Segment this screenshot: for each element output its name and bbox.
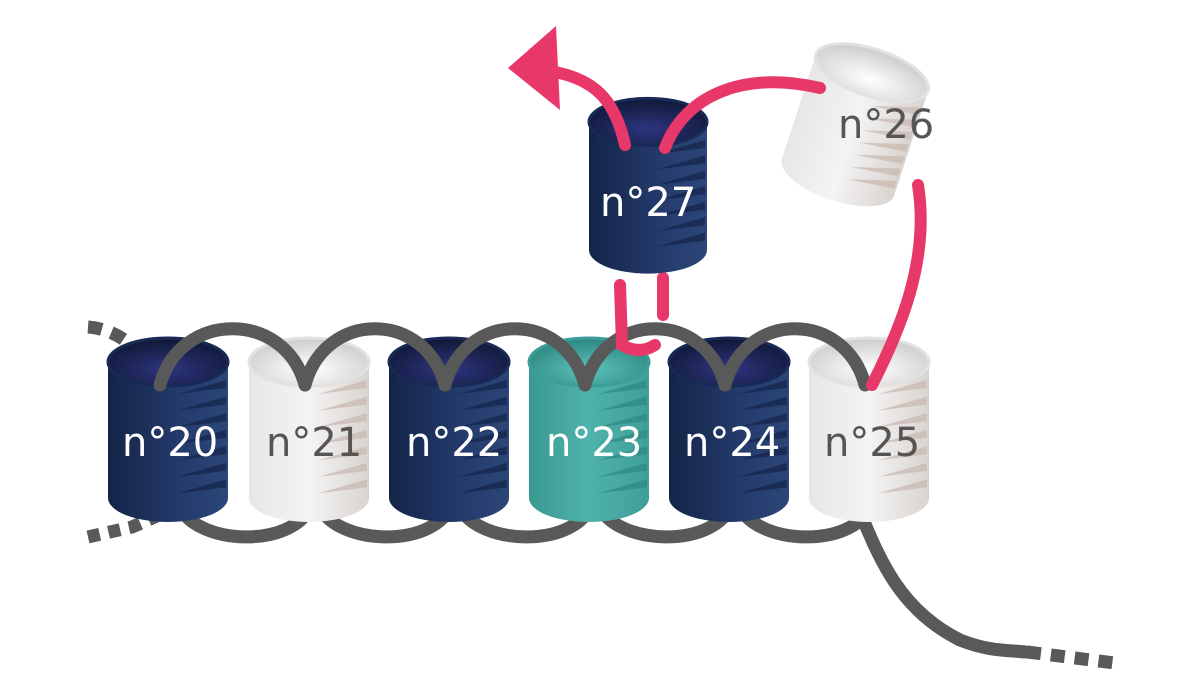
helix-ridge bbox=[598, 479, 647, 494]
helix-ridge bbox=[738, 446, 787, 461]
helix-body bbox=[589, 122, 707, 274]
pink-connector-wires bbox=[614, 179, 927, 391]
top-loop-wires bbox=[153, 322, 872, 392]
helix-ridge bbox=[738, 429, 787, 444]
helix-ridge bbox=[656, 232, 705, 247]
helix-ridge bbox=[598, 462, 647, 477]
helix-row bbox=[106, 336, 931, 522]
helix-ridge bbox=[738, 413, 787, 428]
helix-ridge bbox=[866, 118, 917, 128]
helix-ridge bbox=[656, 186, 705, 201]
arrow-head bbox=[508, 26, 560, 110]
helix-ridge bbox=[878, 446, 927, 461]
helix-ridge bbox=[656, 201, 705, 216]
pink-arrow-wires bbox=[549, 66, 826, 154]
helix-ridge bbox=[598, 429, 647, 444]
helix-ridge bbox=[858, 142, 909, 152]
helix-ridge bbox=[850, 167, 901, 177]
helix-ridge bbox=[878, 413, 927, 428]
helix-n26 bbox=[781, 42, 931, 207]
helix-body bbox=[389, 362, 509, 522]
helix-ridge bbox=[656, 170, 705, 185]
helix-ridge bbox=[318, 462, 367, 477]
helix-ridge bbox=[318, 413, 367, 428]
helix-ridge bbox=[177, 479, 226, 494]
helix-ridge bbox=[738, 462, 787, 477]
helix-ridge bbox=[598, 396, 647, 411]
helix-ridge bbox=[458, 479, 507, 494]
helix-ridge bbox=[854, 154, 905, 164]
helix-n25 bbox=[807, 336, 931, 522]
helix-ridge bbox=[458, 462, 507, 477]
helix-ridge bbox=[177, 462, 226, 477]
helix-body bbox=[669, 362, 789, 522]
helix-ridge bbox=[177, 396, 226, 411]
helix-ridge bbox=[177, 429, 226, 444]
helix-ridge bbox=[878, 429, 927, 444]
helix-opening bbox=[813, 42, 931, 104]
helix-ridge bbox=[878, 396, 927, 411]
helix-n20 bbox=[106, 336, 230, 522]
helix-ridge bbox=[870, 105, 921, 116]
helix-body bbox=[108, 362, 228, 522]
helix-ridge bbox=[458, 429, 507, 444]
helix-ridge bbox=[177, 446, 226, 461]
helix-ridge bbox=[862, 130, 913, 140]
helix-n27 bbox=[587, 96, 709, 274]
helix-ridge bbox=[318, 479, 367, 494]
helix-body bbox=[809, 362, 929, 522]
helix-ridge bbox=[656, 140, 705, 154]
helix-ridge bbox=[318, 380, 367, 394]
helix-ridge bbox=[458, 396, 507, 411]
helix-ridge bbox=[458, 413, 507, 428]
helix-ridge bbox=[318, 446, 367, 461]
bottom-loop-wires bbox=[173, 501, 1032, 659]
helix-ridge bbox=[598, 380, 647, 394]
helix-ridge bbox=[846, 179, 897, 189]
helix-ridge bbox=[598, 446, 647, 461]
helix-ridge bbox=[656, 155, 705, 170]
helix-ridge bbox=[878, 462, 927, 477]
helix-ridge bbox=[177, 380, 226, 394]
helix-ridge bbox=[458, 380, 507, 394]
helix-ridge bbox=[738, 380, 787, 394]
helix-upper bbox=[587, 42, 931, 274]
helix-ridge bbox=[318, 429, 367, 444]
helix-ridge bbox=[458, 446, 507, 461]
helix-n22 bbox=[387, 336, 511, 522]
helix-ridge bbox=[598, 413, 647, 428]
helix-ridge bbox=[177, 413, 226, 428]
helix-ridge bbox=[878, 380, 927, 394]
helix-ridge bbox=[318, 396, 367, 411]
helix-body bbox=[529, 362, 649, 522]
helix-ridge bbox=[738, 396, 787, 411]
helix-ridge bbox=[656, 217, 705, 232]
helix-body bbox=[249, 362, 369, 522]
helix-ridge bbox=[878, 479, 927, 494]
helix-ridge bbox=[738, 479, 787, 494]
